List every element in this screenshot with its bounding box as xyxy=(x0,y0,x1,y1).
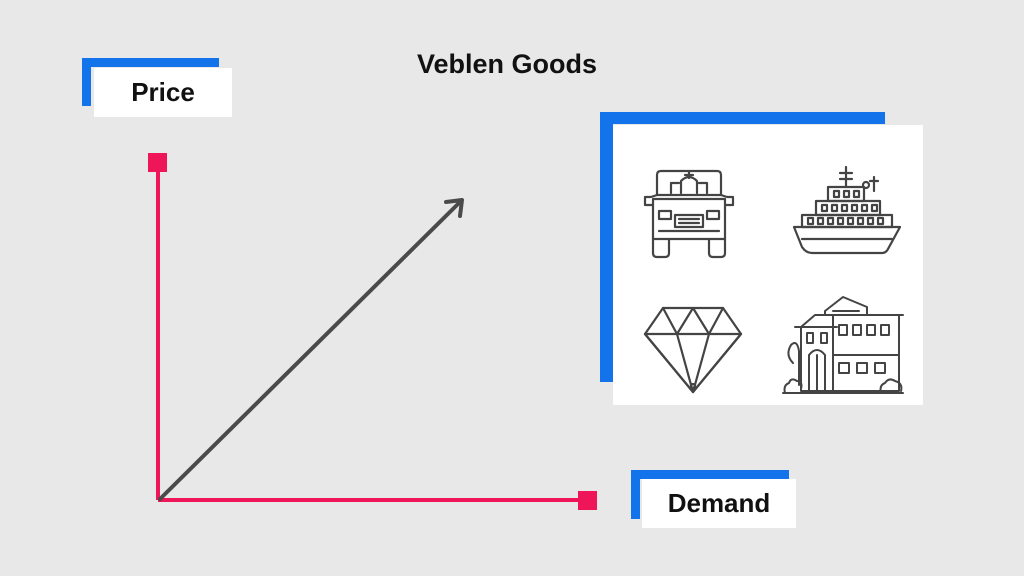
demand-label: Demand xyxy=(642,479,796,528)
demand-label-accent-side xyxy=(631,470,640,519)
diamond-icon xyxy=(641,300,745,396)
y-axis-end-marker xyxy=(148,153,167,172)
panel-accent-left xyxy=(600,112,613,382)
trend-arrow xyxy=(158,198,464,501)
luxury-goods-panel xyxy=(600,112,924,406)
luxury-car-icon xyxy=(641,165,739,261)
price-label-accent xyxy=(82,58,219,67)
x-axis-end-marker xyxy=(578,491,597,510)
demand-label-accent xyxy=(631,470,789,479)
demand-label-group: Demand xyxy=(631,470,797,530)
panel-accent-top xyxy=(600,112,885,124)
price-label-accent-side xyxy=(82,58,91,106)
diagram-title: Veblen Goods xyxy=(416,49,598,79)
yacht-icon xyxy=(788,165,904,261)
icon-card xyxy=(613,125,923,405)
price-label: Price xyxy=(94,68,232,117)
mansion-icon xyxy=(781,293,905,397)
price-label-group: Price xyxy=(82,58,232,118)
